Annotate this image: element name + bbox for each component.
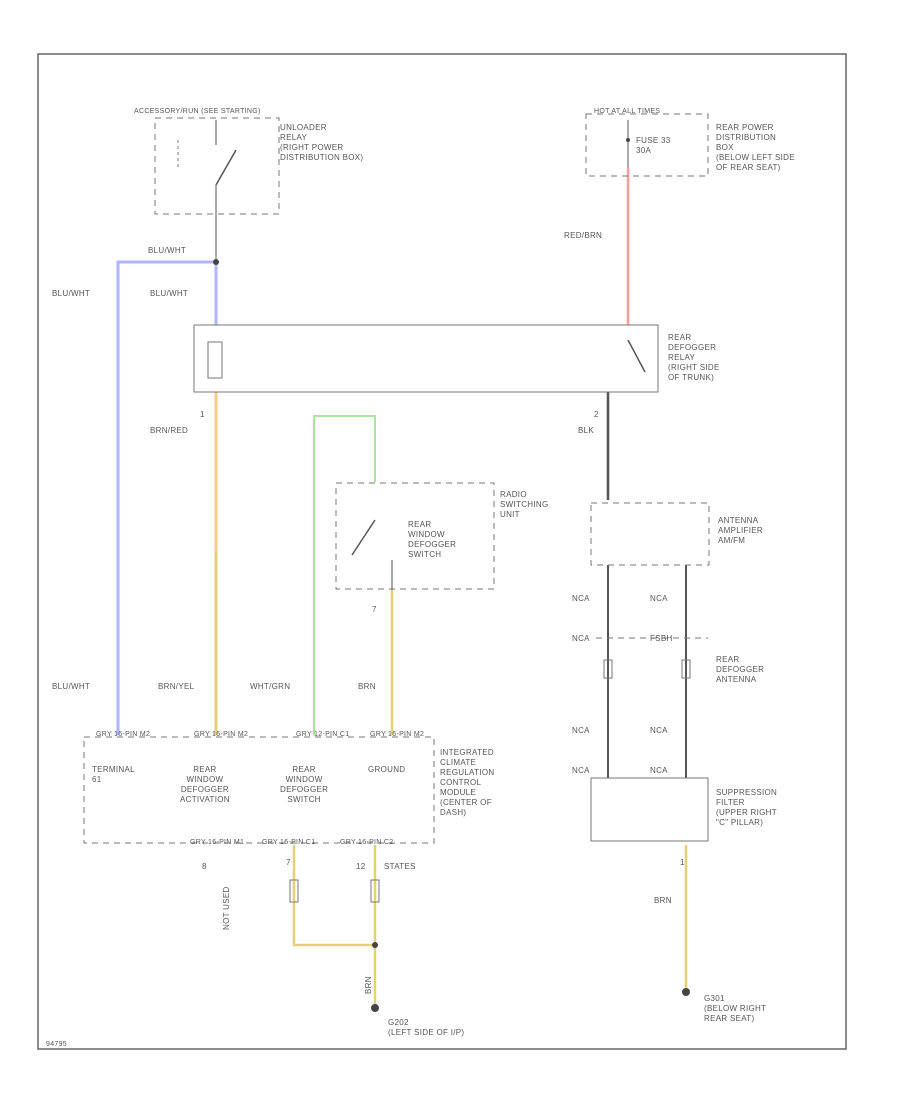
wire-label-nca-7: NCA [650, 766, 668, 775]
defogger-activation-label: REAR WINDOW DEFOGGER ACTIVATION [180, 765, 230, 804]
figure-id: 94795 [46, 1041, 67, 1048]
wire-ground-loop [292, 845, 375, 947]
rear-defogger-antenna-label: REAR DEFOGGER ANTENNA [716, 655, 765, 684]
wire-label-nca-5: NCA [650, 726, 668, 735]
ground-term-label: GROUND [368, 765, 406, 774]
fuse-label: FUSE 33 30A [636, 136, 671, 155]
wire-label-brn-switch: BRN [358, 682, 376, 691]
connector-label-5: GRY 16-PIN M1 [190, 839, 245, 846]
wire-label-brn-red: BRN/RED [150, 426, 189, 435]
wire-label-nca-6: NCA [572, 766, 590, 775]
antenna-amp-box [590, 502, 710, 566]
wire-label-blu-wht-left: BLU/WHT [52, 289, 91, 298]
connector-label-6: GRY 16-PIN C1 [262, 839, 316, 846]
fuse-dot [626, 138, 630, 142]
defogger-switch-arm [351, 519, 376, 556]
connector-label-7: GRY 16-PIN C2 [340, 839, 394, 846]
hot-at-all-times-label: HOT AT ALL TIMES [594, 108, 661, 115]
ground-g202 [371, 1004, 379, 1012]
wire-label-fsbh: FSBH [650, 634, 673, 643]
wire-label-nca-4: NCA [572, 726, 590, 735]
wire-wht-grn [313, 415, 376, 735]
wire-label-wht-grn: WHT/GRN [250, 682, 291, 691]
wire-label-blk: BLK [578, 426, 595, 435]
pin-h: 12 [356, 862, 366, 871]
unloader-relay-label: UNLOADER RELAY (RIGHT POWER DISTRIBUTION… [280, 123, 364, 162]
pin-d: 7 [372, 605, 377, 614]
suppression-filter-box [590, 777, 709, 842]
wire-label-brn-yel: BRN/YEL [158, 682, 195, 691]
diagram-border [37, 53, 847, 1050]
wire-label-brn-ground-left: BRN [364, 976, 373, 994]
unloader-relay-box [154, 117, 280, 215]
wire-label-brn-ground-right: BRN [654, 896, 672, 905]
pin-f: 8 [202, 862, 207, 871]
not-used-label: NOT USED [222, 886, 231, 930]
suppression-filter-label: SUPPRESSION FILTER (UPPER RIGHT "C" PILL… [716, 788, 778, 827]
switch-box [335, 482, 495, 590]
ground-g202-label: G202 (LEFT SIDE OF I/P) [388, 1018, 465, 1037]
connector-label-3: GRY 12-PIN C1 [296, 731, 350, 738]
wire-label-nca-2: NCA [650, 594, 668, 603]
connector-label-2: GRY 16-PIN M2 [194, 731, 249, 738]
terminal-61-label: TERMINAL 61 [92, 765, 135, 784]
unloader-switch-arm [215, 149, 237, 186]
rear-window-switch-label: REAR WINDOW DEFOGGER SWITCH [408, 520, 457, 559]
connector-label-1: GRY 16-PIN M2 [96, 731, 151, 738]
pin-a: 1 [200, 410, 205, 419]
climate-module-label: INTEGRATED CLIMATE REGULATION CONTROL MO… [440, 748, 495, 817]
antenna-element-left [603, 659, 613, 679]
antenna-amp-label: ANTENNA AMPLIFIER AM/FM [718, 516, 763, 545]
wire-blu-wht-left [116, 260, 216, 735]
rear-power-dist-label: REAR POWER DISTRIBUTION BOX (BELOW LEFT … [716, 123, 795, 172]
states-label: STATES [384, 862, 416, 871]
pin-i: 1 [680, 858, 685, 867]
wire-label-red-brn: RED/BRN [564, 231, 603, 240]
pin-g: 7 [286, 858, 291, 867]
defogger-switch-term-label: REAR WINDOW DEFOGGER SWITCH [280, 765, 329, 804]
ground-g301-label: G301 (BELOW RIGHT REAR SEAT) [704, 994, 767, 1023]
antenna-element-right [681, 659, 691, 679]
climate-module-box [83, 736, 435, 844]
pin-c: 2 [594, 410, 599, 419]
wire-label-nca-3: NCA [572, 634, 590, 643]
wire-label-blu-wht-top: BLU/WHT [148, 246, 187, 255]
wire-label-blu-wht-bottom: BLU/WHT [52, 682, 91, 691]
rear-power-box [585, 113, 709, 177]
defogger-relay-label: REAR DEFOGGER RELAY (RIGHT SIDE OF TRUNK… [668, 333, 720, 382]
connector-brn-right [370, 879, 380, 903]
connector-label-4: GRY 16-PIN M2 [370, 731, 425, 738]
defogger-relay-contact [627, 339, 646, 373]
splice-ground [372, 942, 378, 948]
defogger-relay-coil [207, 341, 223, 379]
wire-label-blu-wht-mid: BLU/WHT [150, 289, 189, 298]
connector-brn-left [289, 879, 299, 903]
accessory-source-label: ACCESSORY/RUN (SEE STARTING) [134, 108, 261, 115]
switching-unit-label: RADIO SWITCHING UNIT [500, 490, 549, 519]
defogger-relay-box [193, 324, 659, 393]
splice-blu [213, 259, 219, 265]
wire-label-nca-1: NCA [572, 594, 590, 603]
ground-g301 [682, 988, 690, 996]
